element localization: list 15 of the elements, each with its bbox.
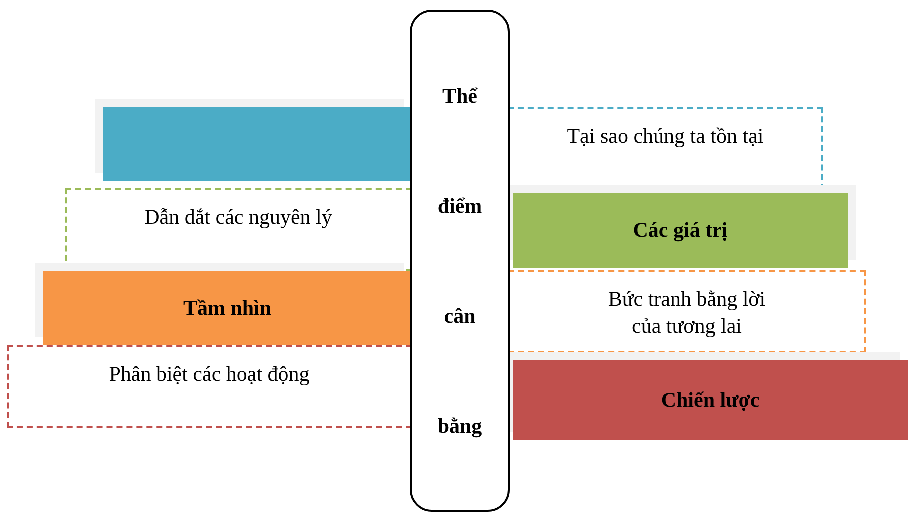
colored-step-box	[513, 193, 848, 268]
step-title: Tầm nhìn	[183, 296, 272, 320]
colored-step-box	[103, 107, 412, 181]
dashed-box	[7, 345, 412, 428]
dashed-box	[508, 270, 866, 353]
colored-step-box	[513, 360, 908, 440]
step-description: Bức tranh bằng lời của tương lai	[607, 286, 767, 340]
step-description: Phân biệt các hoạt động	[109, 361, 310, 388]
pillar-label: Thể điểm cân bằng	[436, 83, 484, 440]
step-description: Tại sao chúng ta tồn tại	[567, 123, 764, 150]
step-title: Chiến lược	[661, 388, 760, 412]
pillar-box	[410, 10, 510, 512]
colored-step-box	[43, 271, 412, 345]
step-title: Các giá trị	[633, 218, 728, 243]
step-description: Dẫn dắt các nguyên lý	[144, 204, 332, 231]
